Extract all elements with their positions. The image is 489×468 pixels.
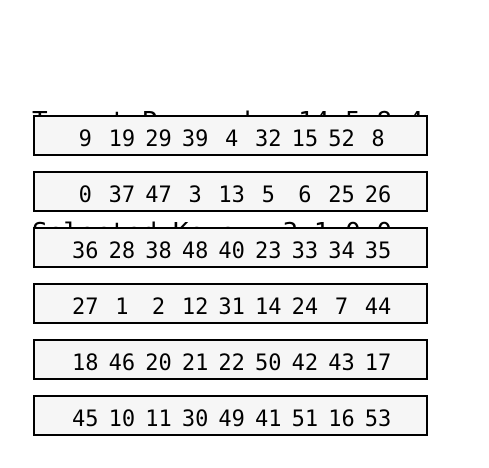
key-button[interactable]: 20 <box>145 351 172 376</box>
key-row-5[interactable]: 18 46 20 21 22 50 42 43 17 <box>33 339 428 380</box>
key-button[interactable]: 2 <box>151 295 166 320</box>
key-button[interactable]: 42 <box>291 351 319 376</box>
key-button[interactable]: 41 <box>255 407 282 432</box>
key-button[interactable]: 6 <box>298 183 312 208</box>
key-row-keys: 45 10 11 30 49 41 51 16 53 <box>67 406 396 434</box>
key-button[interactable]: 33 <box>291 239 319 264</box>
key-button[interactable]: 38 <box>145 239 172 264</box>
key-button[interactable]: 46 <box>108 351 136 376</box>
key-button[interactable]: 28 <box>108 239 136 264</box>
key-button[interactable]: 48 <box>181 239 209 264</box>
key-button[interactable]: 11 <box>145 407 172 432</box>
key-button[interactable]: 27 <box>72 295 99 320</box>
key-button[interactable]: 52 <box>328 127 355 152</box>
key-row-1[interactable]: 9 19 29 39 4 32 15 52 8 <box>33 115 428 156</box>
key-button[interactable]: 18 <box>72 351 99 376</box>
key-button[interactable]: 51 <box>291 407 319 432</box>
key-button[interactable]: 31 <box>218 295 245 320</box>
key-button[interactable]: 8 <box>371 127 385 152</box>
key-button[interactable]: 36 <box>72 239 99 264</box>
key-button[interactable]: 23 <box>255 239 282 264</box>
key-button[interactable]: 32 <box>255 127 282 152</box>
key-button[interactable]: 14 <box>255 295 282 320</box>
key-button[interactable]: 4 <box>225 127 239 152</box>
key-button[interactable]: 19 <box>108 127 136 152</box>
key-button[interactable]: 10 <box>108 407 136 432</box>
key-button[interactable]: 1 <box>115 295 129 320</box>
key-button[interactable]: 40 <box>218 239 245 264</box>
key-button[interactable]: 35 <box>364 239 392 264</box>
key-button[interactable]: 7 <box>334 295 349 320</box>
key-row-keys: 18 46 20 21 22 50 42 43 17 <box>67 350 396 378</box>
key-row-6[interactable]: 45 10 11 30 49 41 51 16 53 <box>33 395 428 436</box>
key-button[interactable]: 53 <box>364 407 392 432</box>
key-button[interactable]: 0 <box>78 183 92 208</box>
key-button[interactable]: 3 <box>188 183 202 208</box>
key-button[interactable]: 16 <box>328 407 355 432</box>
key-button[interactable]: 5 <box>261 183 275 208</box>
key-button[interactable]: 44 <box>364 295 392 320</box>
key-button[interactable]: 34 <box>328 239 355 264</box>
key-button[interactable]: 22 <box>218 351 245 376</box>
key-button[interactable]: 25 <box>328 183 355 208</box>
key-button[interactable]: 13 <box>218 183 245 208</box>
key-button[interactable]: 45 <box>72 407 99 432</box>
key-button[interactable]: 49 <box>218 407 245 432</box>
key-row-keys: 9 19 29 39 4 32 15 52 8 <box>67 126 396 154</box>
key-button[interactable]: 37 <box>108 183 136 208</box>
key-button[interactable]: 47 <box>145 183 172 208</box>
key-button[interactable]: 29 <box>145 127 172 152</box>
key-button[interactable]: 43 <box>328 351 355 376</box>
key-button[interactable]: 30 <box>181 407 209 432</box>
key-row-3[interactable]: 36 28 38 48 40 23 33 34 35 <box>33 227 428 268</box>
key-button[interactable]: 15 <box>291 127 319 152</box>
key-button[interactable]: 9 <box>78 127 92 152</box>
key-button[interactable]: 12 <box>181 295 209 320</box>
key-button[interactable]: 17 <box>364 351 392 376</box>
key-button[interactable]: 50 <box>255 351 282 376</box>
key-row-keys: 36 28 38 48 40 23 33 34 35 <box>67 238 396 266</box>
key-button[interactable]: 24 <box>291 295 319 320</box>
key-button[interactable]: 39 <box>181 127 209 152</box>
key-button[interactable]: 21 <box>181 351 209 376</box>
key-button[interactable]: 26 <box>364 183 392 208</box>
